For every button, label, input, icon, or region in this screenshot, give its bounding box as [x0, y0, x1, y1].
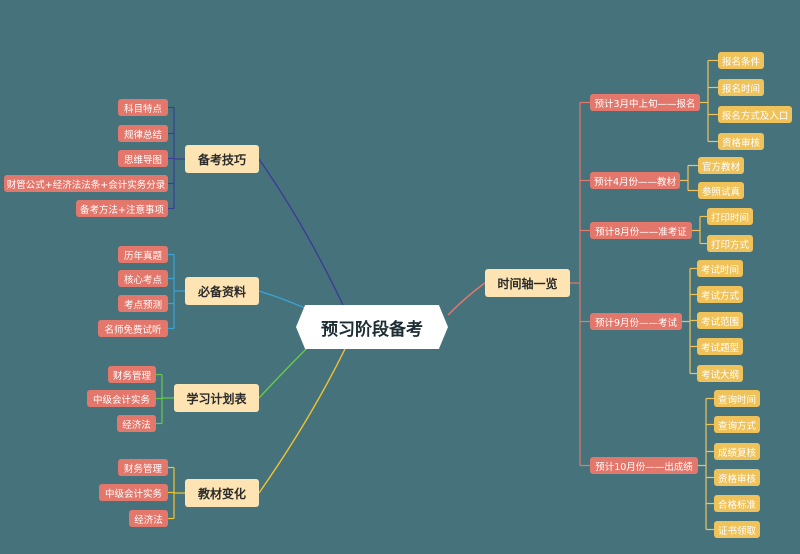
leaf-qualification-review[interactable]: 资格审核 [718, 133, 764, 150]
leaf-pass-standard[interactable]: 合格标准 [714, 495, 760, 512]
leaf-plan-economic-law[interactable]: 经济法 [117, 415, 156, 432]
leaf-result-qualification-review[interactable]: 资格审核 [714, 469, 760, 486]
leaf-official-textbook[interactable]: 官方教材 [698, 157, 744, 174]
leaf-query-time[interactable]: 查询时间 [714, 390, 760, 407]
leaf-exam-time[interactable]: 考试时间 [697, 260, 743, 277]
leaf-score-review[interactable]: 成绩复核 [714, 443, 760, 460]
leaf-methods-notes[interactable]: 备考方法+注意事项 [76, 200, 168, 217]
leaf-query-method[interactable]: 查询方式 [714, 416, 760, 433]
leaf-registration-time[interactable]: 报名时间 [718, 79, 764, 96]
branch-essential-materials[interactable]: 必备资料 [185, 277, 259, 305]
leaf-registration-conditions[interactable]: 报名条件 [718, 52, 764, 69]
leaf-core-points[interactable]: 核心考点 [118, 270, 168, 287]
timeline-admission-ticket[interactable]: 预计8月份——准考证 [590, 222, 692, 239]
leaf-registration-method[interactable]: 报名方式及入口 [718, 106, 792, 123]
branch-timeline[interactable]: 时间轴一览 [485, 269, 570, 297]
leaf-print-method[interactable]: 打印方式 [707, 235, 753, 252]
leaf-exam-method[interactable]: 考试方式 [697, 286, 743, 303]
leaf-exam-syllabus[interactable]: 考试大纲 [697, 365, 743, 382]
leaf-certificate-collection[interactable]: 证书领取 [714, 521, 760, 538]
leaf-reference-questions[interactable]: 参照试真 [698, 182, 744, 199]
edge-center-plan [258, 342, 313, 399]
leaf-print-time[interactable]: 打印时间 [707, 208, 753, 225]
leaf-past-exams[interactable]: 历年真题 [118, 246, 168, 263]
leaf-tb-economic-law[interactable]: 经济法 [129, 510, 168, 527]
leaf-exam-question-types[interactable]: 考试题型 [697, 338, 743, 355]
leaf-tb-intermediate-accounting[interactable]: 中级会计实务 [99, 484, 168, 501]
edge-center-textbook [258, 348, 346, 494]
leaf-point-forecast[interactable]: 考点预测 [118, 295, 168, 312]
edge-center-timeline [447, 282, 486, 316]
central-topic[interactable]: 预习阶段备考 [296, 305, 448, 349]
timeline-results[interactable]: 预计10月份——出成绩 [590, 457, 698, 474]
leaf-free-trial-lecture[interactable]: 名师免费试听 [98, 320, 168, 337]
branch-study-plan[interactable]: 学习计划表 [174, 384, 259, 412]
leaf-tb-financial-management[interactable]: 财务管理 [118, 459, 168, 476]
leaf-rule-summary[interactable]: 规律总结 [118, 125, 168, 142]
leaf-exam-scope[interactable]: 考试范围 [697, 312, 743, 329]
branch-textbook-changes[interactable]: 教材变化 [185, 479, 259, 507]
edge-center-skills [258, 158, 344, 306]
branch-exam-tips[interactable]: 备考技巧 [185, 145, 259, 173]
leaf-plan-intermediate-accounting[interactable]: 中级会计实务 [87, 390, 156, 407]
leaf-subject-features[interactable]: 科目特点 [118, 99, 168, 116]
timeline-registration[interactable]: 预计3月中上旬——报名 [590, 94, 700, 111]
timeline-textbook[interactable]: 预计4月份——教材 [590, 172, 680, 189]
leaf-plan-financial-management[interactable]: 财务管理 [108, 366, 156, 383]
leaf-formulas-laws-entries[interactable]: 财管公式+经济法法条+会计实务分录 [4, 175, 168, 192]
timeline-exam[interactable]: 预计9月份——考试 [590, 313, 682, 330]
leaf-mind-map[interactable]: 思维导图 [118, 150, 168, 167]
